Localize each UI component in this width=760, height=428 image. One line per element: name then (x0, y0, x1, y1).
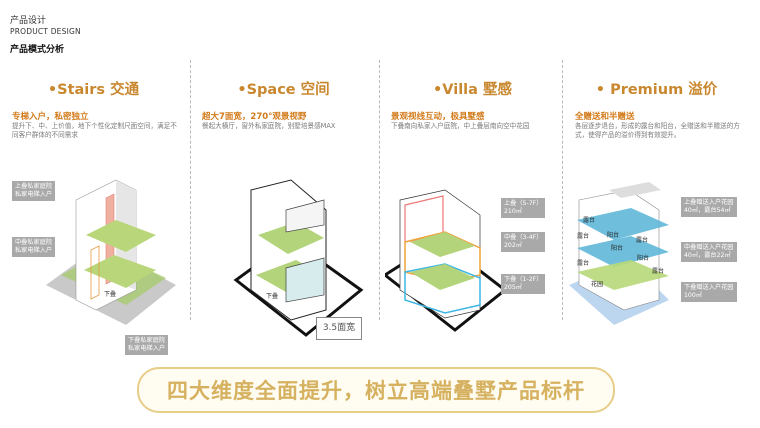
summary-banner-text: 四大维度全面提升，树立高端叠墅产品标杆 (167, 379, 585, 403)
feature-description: 餐起大横厅，窗外私家庭院，别墅培景感MAX (202, 122, 336, 130)
column-divider (562, 60, 563, 320)
callout-upper: 上叠私家庭院 私家电梯入户 (12, 181, 56, 201)
header-title-cn: 产品设计 (10, 16, 47, 26)
building-label: 阳台 (637, 254, 649, 262)
building-illustration-stairs: 下叠 (46, 179, 176, 325)
column-divider (190, 60, 191, 320)
feature-headline: 专梯入户，私密独立 (12, 112, 89, 122)
callout-text: 中叠（3-4F） 202㎡ (504, 234, 543, 249)
building-label: 露台 (583, 216, 595, 224)
summary-banner: 四大维度全面提升，树立高端叠墅产品标杆 (137, 367, 615, 413)
callout-text: 下叠私家庭院 私家电梯入户 (128, 337, 166, 352)
callout-lower: 下叠赠送入户花园 100㎡ (681, 282, 737, 302)
column-title: •Space 空间 (237, 82, 330, 98)
feature-headline: 超大7面宽，270°观景视野 (202, 112, 307, 122)
column-divider (379, 60, 380, 320)
building-label: 露台 (577, 232, 589, 240)
column-stairs: •Stairs 交通 专梯入户，私密独立 提升下、中、上价值，地下个性化定制尺面… (6, 60, 181, 360)
callout-middle: 中叠私家庭院 私家电梯入户 (12, 237, 56, 257)
column-title: • Premium 溢价 (595, 82, 718, 98)
callout-text: 下叠赠送入户花园 100㎡ (684, 284, 734, 299)
callout-lower: 下叠私家庭院 私家电梯入户 (125, 335, 169, 355)
building-label: 阳台 (607, 231, 619, 239)
building-label: 露台 (577, 259, 589, 267)
column-title: •Stairs 交通 (47, 82, 140, 98)
width-tag: 3.5面宽 (316, 317, 362, 340)
callout-upper: 上叠（5-7F） 210㎡ (501, 198, 546, 218)
building-illustration-villa (385, 189, 508, 332)
building-label: 露台 (636, 236, 648, 244)
building-label: 阳台 (611, 244, 623, 252)
feature-description: 各层逐步退台，形成的露台和阳台，全赠送和半赠送的方式，使得产品的溢价得到有效提升… (575, 122, 740, 139)
building-label: 下叠 (266, 293, 278, 300)
column-space: •Space 空间 超大7面宽，270°观景视野 餐起大横厅，窗外私家庭院，别墅… (196, 60, 371, 360)
callout-middle: 中叠（3-4F） 202㎡ (501, 232, 546, 252)
building-label: 花园 (591, 280, 603, 288)
column-title: •Villa 墅感 (433, 82, 512, 98)
column-villa: •Villa 墅感 景观视线互动，极具墅感 下叠南向私家入户庭院，中上叠层南向空… (385, 60, 560, 360)
header-title-en: PRODUCT DESIGN (10, 27, 81, 36)
callout-text: 上叠（5-7F） 210㎡ (504, 200, 543, 215)
header-subtitle: 产品模式分析 (10, 45, 65, 55)
callout-text: 上叠私家庭院 私家电梯入户 (15, 183, 53, 198)
callout-upper: 上叠赠送入户花园 40㎡，露台54㎡ (681, 197, 737, 217)
callout-middle: 中叠赠送入户花园 40㎡，露台22㎡ (681, 242, 737, 262)
building-illustration-space: 下叠 (233, 179, 364, 337)
building-label: 露台 (652, 267, 664, 275)
column-premium: • Premium 溢价 全赠送和半赠送 各层逐步退台，形成的露台和阳台，全赠送… (569, 60, 744, 360)
building-illustration-premium: 露台 露台 阳台 露台 阳台 露台 阳台 露台 花园 (569, 182, 669, 325)
feature-description: 下叠南向私家入户庭院，中上叠层南向空中花园 (391, 122, 530, 130)
callout-text: 中叠赠送入户花园 40㎡，露台22㎡ (684, 244, 734, 259)
feature-description: 提升下、中、上价值，地下个性化定制尺面空间，满足不同客户群体的不同需求 (12, 122, 177, 139)
callout-text: 中叠私家庭院 私家电梯入户 (15, 239, 53, 254)
building-label: 下叠 (104, 291, 116, 298)
callout-lower: 下叠（1-2F） 205㎡ (501, 274, 546, 294)
callout-text: 下叠（1-2F） 205㎡ (504, 276, 543, 291)
feature-headline: 景观视线互动，极具墅感 (391, 112, 485, 122)
callout-text: 上叠赠送入户花园 40㎡，露台54㎡ (684, 199, 734, 214)
feature-headline: 全赠送和半赠送 (575, 112, 635, 122)
